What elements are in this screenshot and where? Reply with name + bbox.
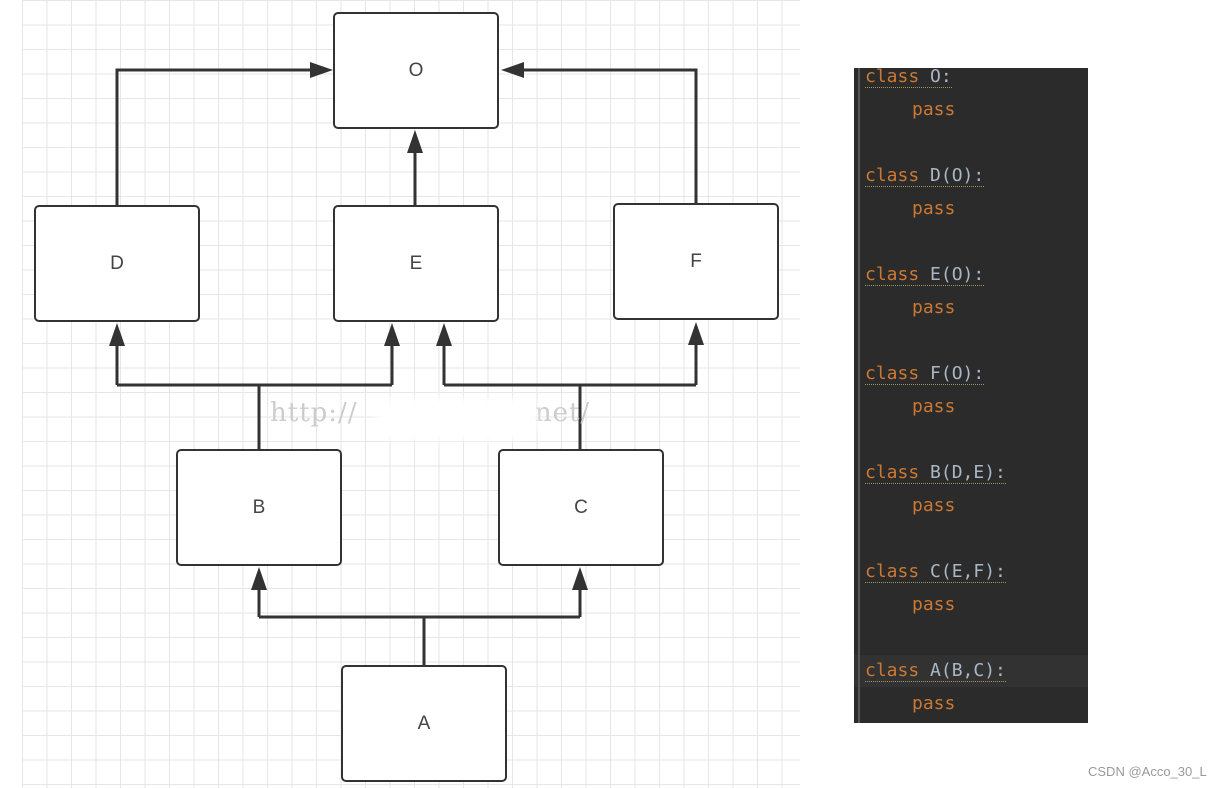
class-keyword: class xyxy=(865,462,920,483)
arrow-d-to-o xyxy=(115,65,323,205)
class-name: C(E,F): xyxy=(930,561,1006,582)
csdn-credit: CSDN @Acco_30_L xyxy=(1088,764,1207,779)
class-box-e: E xyxy=(333,205,499,322)
class-name: A(B,C): xyxy=(930,660,1006,681)
inheritance-arrows xyxy=(109,62,704,665)
class-declaration-line[interactable]: class E(O): xyxy=(865,264,985,286)
class-box-d: D xyxy=(34,205,200,322)
arrow-f-to-o xyxy=(508,68,698,203)
class-keyword: class xyxy=(865,165,920,186)
class-name: F(O): xyxy=(930,363,985,384)
class-keyword: class xyxy=(865,561,920,582)
fold-gutter xyxy=(858,68,860,723)
class-box-b: B xyxy=(176,449,342,566)
class-name: E(O): xyxy=(930,264,985,285)
class-keyword: class xyxy=(865,363,920,384)
pass-statement[interactable]: pass xyxy=(912,495,956,516)
arrow-b-connector xyxy=(117,383,392,449)
watermark: http://.net/ xyxy=(270,398,591,428)
pass-statement[interactable]: pass xyxy=(912,594,956,615)
class-name: D(O): xyxy=(930,165,985,186)
class-hierarchy-diagram: http://.net/ O D E F B C A xyxy=(22,0,800,788)
arrowheads xyxy=(109,62,704,590)
class-keyword: class xyxy=(865,264,920,285)
class-declaration-line[interactable]: class B(D,E): xyxy=(865,462,1006,484)
pass-statement[interactable]: pass xyxy=(912,198,956,219)
class-declaration-line[interactable]: class C(E,F): xyxy=(865,561,1006,583)
watermark-blur xyxy=(377,398,537,440)
class-box-o: O xyxy=(333,12,499,129)
class-keyword: class xyxy=(865,66,920,87)
code-editor[interactable]: class O: pass class D(O): pass class E(O): pa… xyxy=(854,66,1088,723)
class-declaration-line[interactable]: class O: xyxy=(865,66,952,88)
pass-statement[interactable]: pass xyxy=(912,693,956,714)
class-box-c: C xyxy=(498,449,664,566)
pass-statement[interactable]: pass xyxy=(912,99,956,120)
class-box-f: F xyxy=(613,203,779,320)
class-declaration-line[interactable]: class D(O): xyxy=(865,165,985,187)
class-declaration-line[interactable]: class A(B,C): xyxy=(865,660,1006,682)
class-name: O: xyxy=(930,66,952,87)
class-declaration-line[interactable]: class F(O): xyxy=(865,363,985,385)
arrow-a-connector xyxy=(259,615,580,665)
current-line-highlight xyxy=(854,655,1088,687)
arrow-c-connector xyxy=(444,383,696,449)
class-keyword: class xyxy=(865,660,920,681)
class-box-a: A xyxy=(341,665,507,782)
pass-statement[interactable]: pass xyxy=(912,396,956,417)
class-name: B(D,E): xyxy=(930,462,1006,483)
pass-statement[interactable]: pass xyxy=(912,297,956,318)
